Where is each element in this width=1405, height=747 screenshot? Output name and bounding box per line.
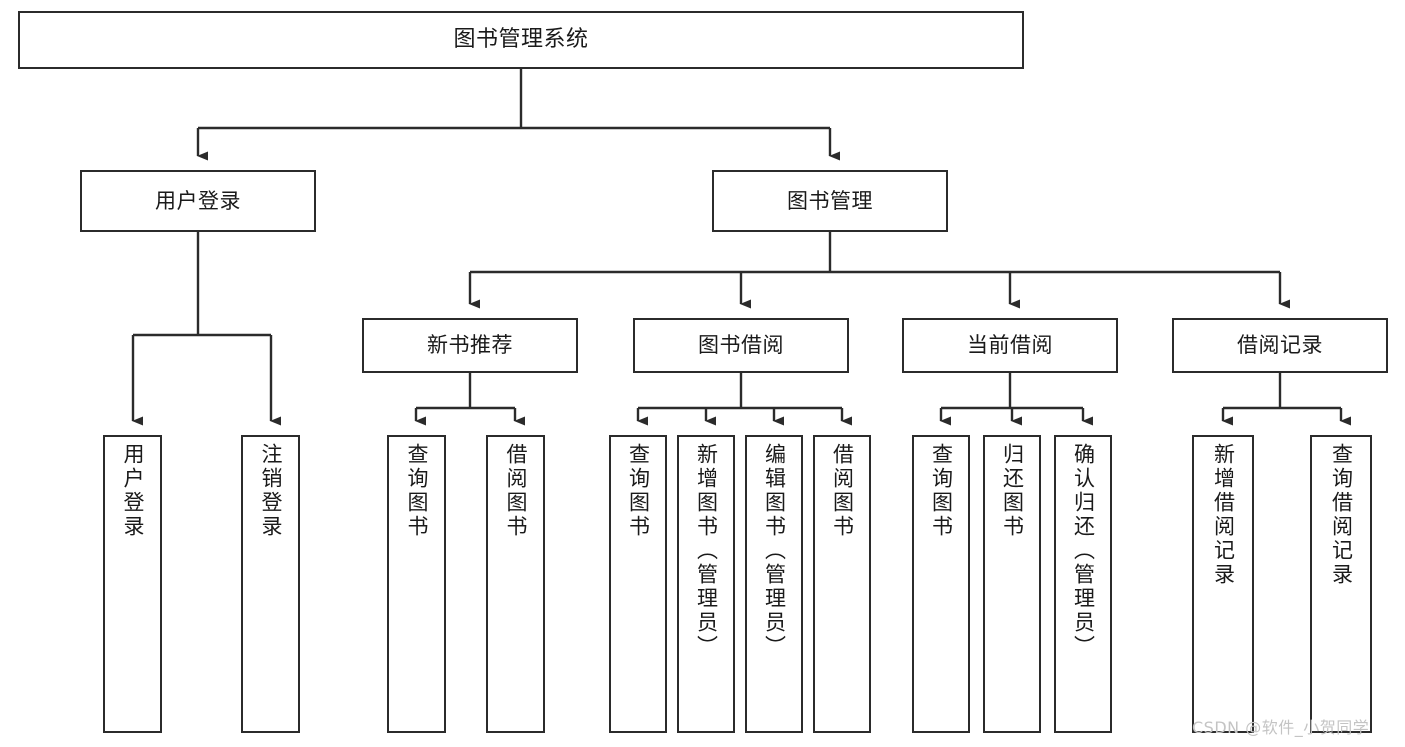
leaf-cur-confirm-return-label: 确认归还（管理员） <box>1071 443 1096 659</box>
connector-currentborrow-to-leaves <box>939 373 1093 426</box>
leaf-brw-borrow-book[interactable]: 借阅图书 <box>813 435 871 733</box>
leaf-rec-query-record-label: 查询借阅记录 <box>1329 443 1354 587</box>
leaf-cur-return-book[interactable]: 归还图书 <box>983 435 1041 733</box>
node-borrow-record[interactable]: 借阅记录 <box>1172 318 1388 373</box>
leaf-brw-add-book-label: 新增图书（管理员） <box>694 443 719 659</box>
node-root-label: 图书管理系统 <box>453 27 589 53</box>
leaf-brw-edit-book[interactable]: 编辑图书（管理员） <box>745 435 803 733</box>
node-current-borrow[interactable]: 当前借阅 <box>902 318 1118 373</box>
node-new-book-recommend[interactable]: 新书推荐 <box>362 318 578 373</box>
leaf-brw-borrow-book-label: 借阅图书 <box>830 443 855 539</box>
leaf-cur-query-book[interactable]: 查询图书 <box>912 435 970 733</box>
leaf-brw-edit-book-label: 编辑图书（管理员） <box>762 443 787 659</box>
leaf-rec-query-record[interactable]: 查询借阅记录 <box>1310 435 1372 733</box>
node-root[interactable]: 图书管理系统 <box>18 11 1024 69</box>
node-book-borrow-label: 图书借阅 <box>698 333 784 358</box>
connector-userlogin-to-leaves <box>131 232 281 426</box>
connector-recommend-to-leaves <box>414 373 525 426</box>
leaf-brw-query-book-label: 查询图书 <box>626 443 651 539</box>
leaf-user-login-label: 用户登录 <box>121 443 145 539</box>
node-user-login-label: 用户登录 <box>155 188 241 213</box>
leaf-rec-query-book[interactable]: 查询图书 <box>387 435 446 733</box>
leaf-rec-borrow-book[interactable]: 借阅图书 <box>486 435 545 733</box>
connector-root-to-level2 <box>196 69 840 161</box>
node-user-login[interactable]: 用户登录 <box>80 170 316 232</box>
leaf-cur-return-book-label: 归还图书 <box>1000 443 1025 539</box>
leaf-cur-query-book-label: 查询图书 <box>929 443 954 539</box>
node-book-borrow[interactable]: 图书借阅 <box>633 318 849 373</box>
node-new-book-recommend-label: 新书推荐 <box>427 333 513 358</box>
leaf-brw-query-book[interactable]: 查询图书 <box>609 435 667 733</box>
node-current-borrow-label: 当前借阅 <box>967 333 1053 358</box>
node-borrow-record-label: 借阅记录 <box>1237 333 1323 358</box>
leaf-rec-query-book-label: 查询图书 <box>405 443 429 539</box>
leaf-brw-add-book[interactable]: 新增图书（管理员） <box>677 435 735 733</box>
leaf-user-login[interactable]: 用户登录 <box>103 435 162 733</box>
node-book-manage[interactable]: 图书管理 <box>712 170 948 232</box>
connector-bookborrow-to-leaves <box>636 373 852 426</box>
node-book-manage-label: 图书管理 <box>787 188 873 213</box>
csdn-watermark: CSDN @软件_小贺同学 <box>1192 718 1370 737</box>
connector-bookmanage-to-level3 <box>468 232 1290 309</box>
connector-borrowrecord-to-leaves <box>1221 373 1351 426</box>
leaf-rec-add-record[interactable]: 新增借阅记录 <box>1192 435 1254 733</box>
leaf-rec-borrow-book-label: 借阅图书 <box>504 443 528 539</box>
leaf-user-logout[interactable]: 注销登录 <box>241 435 300 733</box>
leaf-rec-add-record-label: 新增借阅记录 <box>1211 443 1236 587</box>
leaf-user-logout-label: 注销登录 <box>259 443 283 539</box>
leaf-cur-confirm-return[interactable]: 确认归还（管理员） <box>1054 435 1112 733</box>
